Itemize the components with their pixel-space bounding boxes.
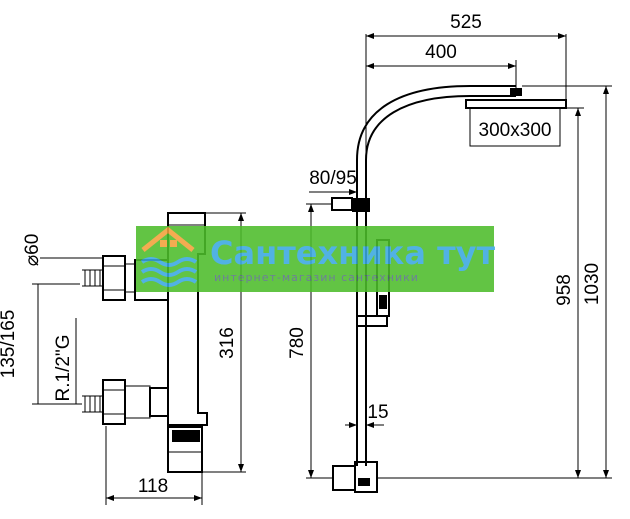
watermark-subtitle: интернет-магазин сантехники: [214, 271, 419, 284]
thread-label: R.1/2"G: [53, 335, 74, 402]
arm-joint: [510, 88, 522, 96]
shower-column-view: 300x300 525 400 80/95 78: [287, 12, 612, 493]
mixer-depth-label: 118: [138, 476, 168, 497]
lower-wall-bracket: [332, 465, 356, 491]
lower-eccentric-thread: [82, 395, 103, 413]
arm-length-label: 400: [425, 42, 457, 63]
shower-arm: [356, 85, 516, 200]
house-logo-icon: [140, 226, 198, 287]
lower-nut: [102, 379, 126, 425]
upper-eccentric-thread: [82, 269, 103, 287]
mixer-outlet-band: [172, 430, 200, 442]
bracket-spacing-label: 80/95: [309, 168, 357, 189]
center-distance-label: 135/165: [0, 310, 19, 379]
shower-head-label-box: [469, 107, 561, 147]
mixer-outlet: [167, 426, 203, 473]
head-size-label: 300x300: [479, 120, 552, 141]
connect-diameter-label: ⌀60: [22, 234, 43, 267]
body-height-label: 316: [217, 327, 238, 359]
shower-head-plate: [465, 99, 567, 109]
total-height-label: 1030: [582, 263, 603, 305]
diverter-body: [354, 461, 378, 493]
upper-wall-bracket: [331, 197, 353, 211]
rail-to-head-label: 958: [554, 274, 575, 306]
watermark-banner: Сантехника тут интернет-магазин сантехни…: [136, 226, 495, 292]
watermark-title: Сантехника тут: [210, 234, 495, 272]
arm-reach-label: 525: [450, 12, 482, 33]
upper-nut: [102, 255, 126, 301]
outlet-height-label: 780: [287, 327, 308, 359]
hand-shower-holder: [356, 315, 388, 327]
lower-inlet: [149, 387, 169, 417]
rail-diameter-label: 15: [367, 402, 388, 423]
